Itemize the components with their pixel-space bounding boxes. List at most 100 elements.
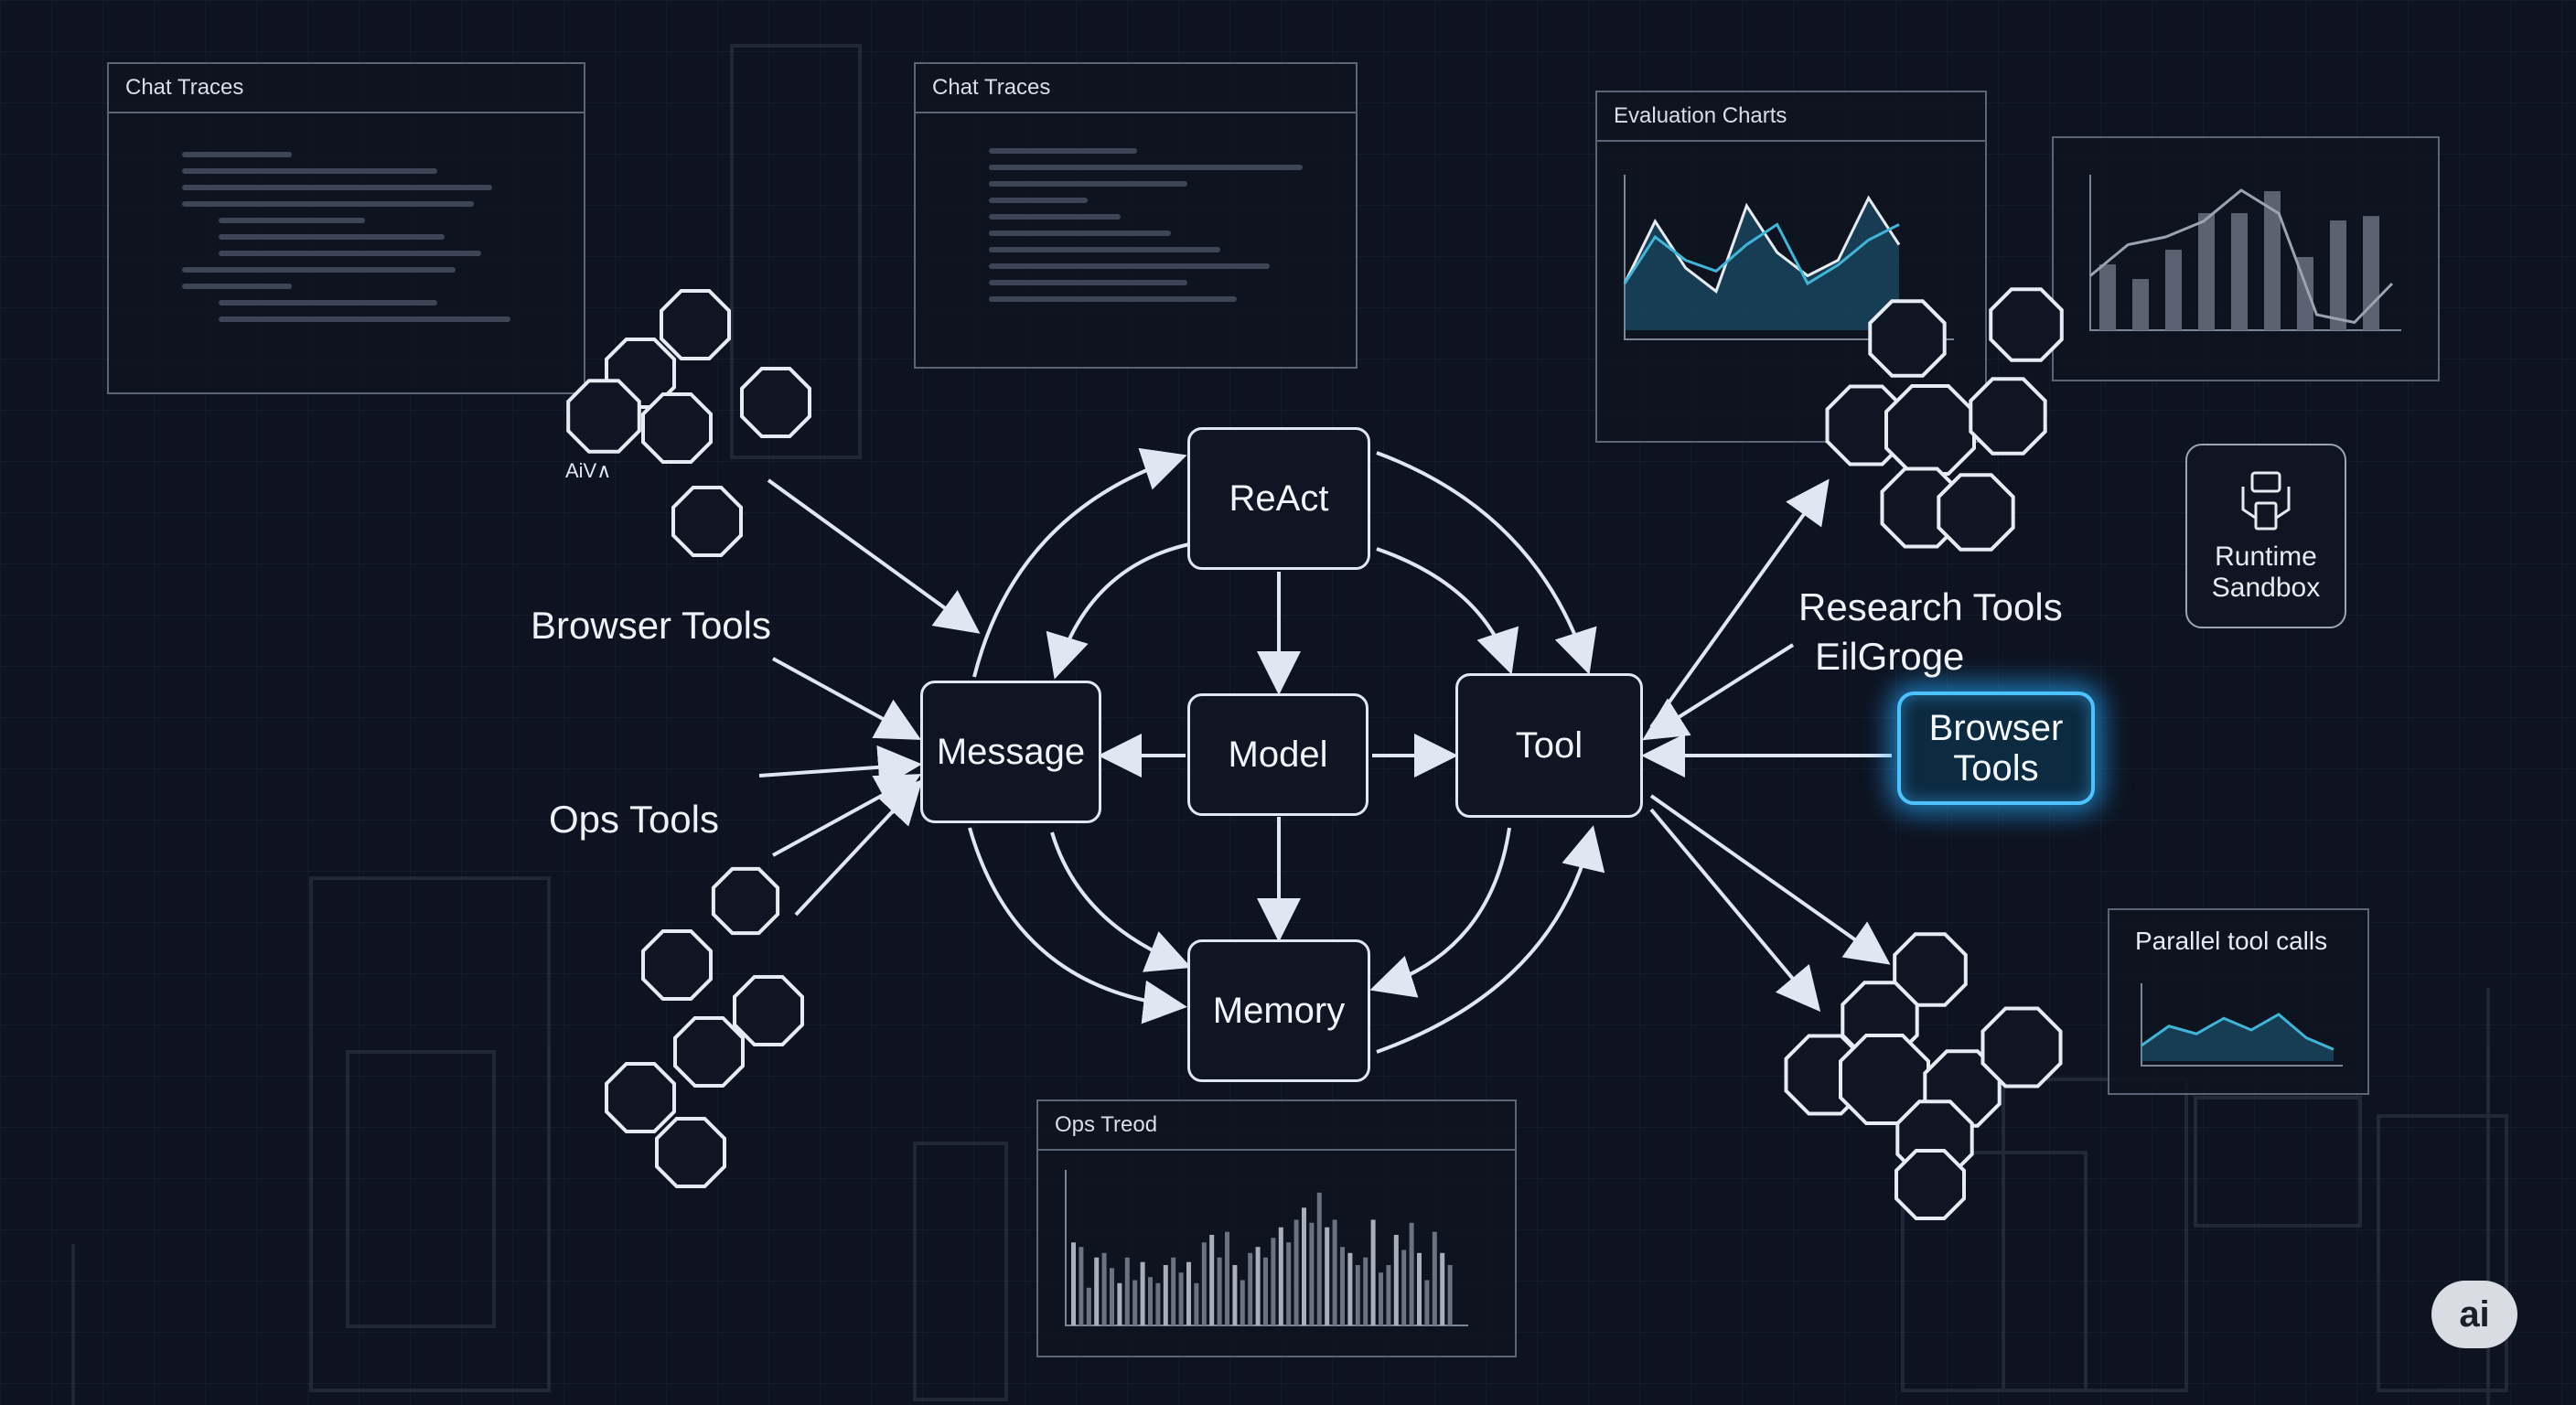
bar: [1386, 1265, 1391, 1325]
chat-traces-panel-right: Chat Traces: [914, 62, 1358, 369]
tool-node[interactable]: Tool: [1455, 673, 1643, 818]
bar: [1248, 1252, 1253, 1325]
bar: [1278, 1227, 1283, 1325]
bar: [1155, 1282, 1161, 1325]
model-node[interactable]: Model: [1187, 693, 1368, 816]
trace-lines: [109, 113, 584, 322]
browser-tools-highlight-button[interactable]: Browser Tools: [1897, 692, 2095, 805]
tool-octagon-icon: [1937, 473, 2015, 552]
browser-tools-highlight-label: Browser Tools: [1928, 708, 2064, 788]
bar: [1094, 1257, 1100, 1325]
tool-octagon-icon: [566, 379, 641, 454]
bar: [1325, 1227, 1330, 1325]
parallel-series-area: [2141, 1014, 2334, 1061]
bar: [1140, 1261, 1145, 1325]
bar: [1363, 1257, 1368, 1325]
bar: [2099, 264, 2116, 330]
tool-octagon-icon: [1893, 932, 1968, 1007]
tool-octagon-icon: [1839, 1034, 1930, 1125]
bar: [1240, 1280, 1245, 1325]
bar: [1379, 1272, 1383, 1325]
react-node[interactable]: ReAct: [1187, 427, 1370, 570]
bar: [1186, 1261, 1191, 1325]
bar: [1101, 1252, 1107, 1325]
bar: [1225, 1231, 1229, 1325]
bar: [2330, 220, 2346, 330]
tool-octagon-icon: [733, 975, 804, 1046]
bar: [2198, 213, 2215, 330]
browser-tools-label: Browser Tools: [531, 604, 771, 647]
parallel-area-chart: [2141, 983, 2343, 1067]
eilgroge-label: EilGroge: [1815, 635, 1965, 678]
bar: [2231, 213, 2248, 330]
runtime-sandbox-card[interactable]: Runtime Sandbox: [2185, 444, 2346, 628]
bar: [1370, 1219, 1376, 1325]
bar: [1393, 1235, 1399, 1325]
panel-title: Chat Traces: [916, 64, 1356, 113]
ops-trend-panel: Ops Treod: [1036, 1099, 1517, 1357]
panel-title: Parallel tool calls: [2135, 927, 2328, 955]
evaluation-line-chart: [1623, 175, 1954, 340]
tool-octagon-icon: [1868, 299, 1947, 378]
parallel-series: [2141, 1013, 2334, 1051]
sandbox-icon: [2241, 471, 2291, 531]
axis: [1624, 175, 1954, 340]
bar: [1401, 1249, 1407, 1325]
tool-octagon-icon: [673, 1016, 745, 1088]
bar: [1302, 1207, 1306, 1325]
ai-badge-text: ai: [2459, 1293, 2490, 1335]
bar: [1079, 1247, 1084, 1325]
tool-octagon-icon: [655, 1117, 726, 1188]
bar: [1447, 1265, 1453, 1325]
memory-node[interactable]: Memory: [1187, 939, 1370, 1082]
tool-octagon-icon: [605, 1062, 676, 1133]
trend-line: [2089, 188, 2394, 325]
tool-octagon-icon: [1989, 287, 2064, 362]
bar: [1124, 1257, 1130, 1325]
panel-title: Evaluation Charts: [1597, 92, 1985, 142]
tool-octagon-icon: [660, 289, 731, 360]
bar: [1409, 1222, 1414, 1325]
tool-octagon-icon: [1894, 1149, 1966, 1220]
bar: [1271, 1238, 1276, 1325]
message-node[interactable]: Message: [920, 681, 1101, 823]
tool-octagon-icon: [641, 929, 713, 1001]
bar: [1309, 1222, 1315, 1325]
bar: [1178, 1272, 1184, 1325]
bar: [1316, 1192, 1322, 1325]
bar: [1232, 1265, 1238, 1325]
bar: [1347, 1252, 1353, 1325]
bar: [1255, 1247, 1261, 1325]
tool-octagon-icon: [711, 866, 780, 936]
bar: [1417, 1252, 1422, 1325]
bar: [1332, 1219, 1337, 1325]
parallel-tool-calls-panel: Parallel tool calls: [2108, 908, 2369, 1095]
hex-cluster-caption: AiV∧: [565, 459, 612, 482]
bar: [1110, 1268, 1114, 1325]
bar-chart-panel: [2052, 136, 2440, 381]
chat-traces-panel-left: Chat Traces: [107, 62, 585, 394]
bar: [1355, 1265, 1360, 1325]
eval-series-a: [1623, 195, 1901, 294]
axis: [2141, 983, 2343, 1067]
ops-tools-label: Ops Tools: [549, 798, 719, 841]
bar: [1071, 1242, 1076, 1325]
tool-octagon-icon: [641, 392, 713, 464]
bar: [2165, 250, 2182, 330]
panel-title: Chat Traces: [109, 64, 584, 113]
panel-title: Ops Treod: [1038, 1101, 1515, 1151]
bar: [1117, 1282, 1122, 1325]
research-tools-label: Research Tools: [1798, 585, 2063, 628]
eval-series-b: [1623, 222, 1900, 286]
bar: [1340, 1247, 1345, 1325]
bar: [1424, 1280, 1430, 1325]
bar: [1194, 1282, 1199, 1325]
bar: [1171, 1257, 1176, 1325]
bar: [1086, 1287, 1091, 1325]
bar: [1163, 1265, 1168, 1325]
tool-octagon-icon: [1969, 377, 2047, 456]
tool-octagon-icon: [1884, 384, 1976, 476]
bar: [1217, 1257, 1222, 1325]
